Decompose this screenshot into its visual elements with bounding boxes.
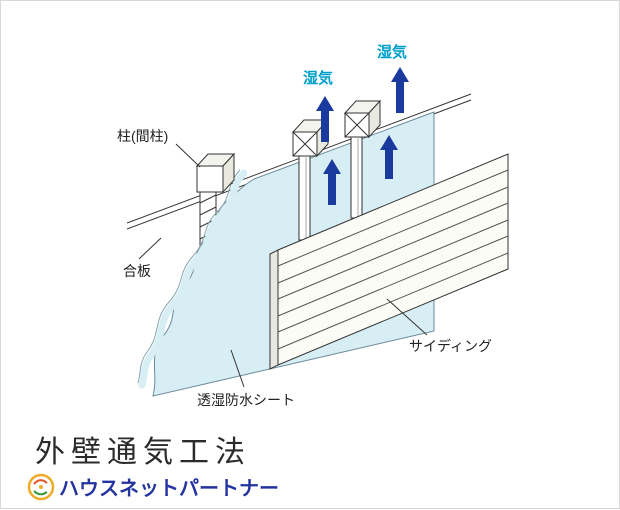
furring-strip-right [350, 136, 363, 219]
siding-board-lines [277, 169, 509, 350]
label-pillar: 柱(間柱) [117, 128, 168, 144]
airflow-arrows [316, 67, 409, 205]
label-moisture-left: 湿気 [303, 69, 333, 87]
leader-pillar [175, 143, 201, 168]
label-plywood: 合板 [123, 263, 151, 279]
siding-panel [269, 153, 509, 370]
label-siding: サイディング [409, 338, 492, 354]
leader-plywood [138, 237, 162, 260]
furring-cube-right [343, 99, 382, 139]
label-breathable-sheet: 透湿防水シート [197, 392, 295, 408]
airflow-arrow [391, 67, 409, 113]
airflow-arrow [380, 135, 398, 179]
leader-lines [138, 143, 428, 388]
brand-logo-icon [27, 473, 55, 501]
page-title: 外壁通気工法 [35, 436, 251, 469]
leader-siding [386, 298, 428, 336]
label-moisture-right: 湿気 [377, 43, 407, 61]
airflow-arrow [316, 96, 334, 142]
furring-strip-left [298, 155, 311, 241]
airflow-arrow [323, 159, 341, 205]
sheet-flap [137, 169, 248, 389]
leader-sheet [230, 349, 245, 388]
pillar-cube [195, 152, 236, 194]
brand-name: ハウスネットパートナー [59, 477, 279, 500]
